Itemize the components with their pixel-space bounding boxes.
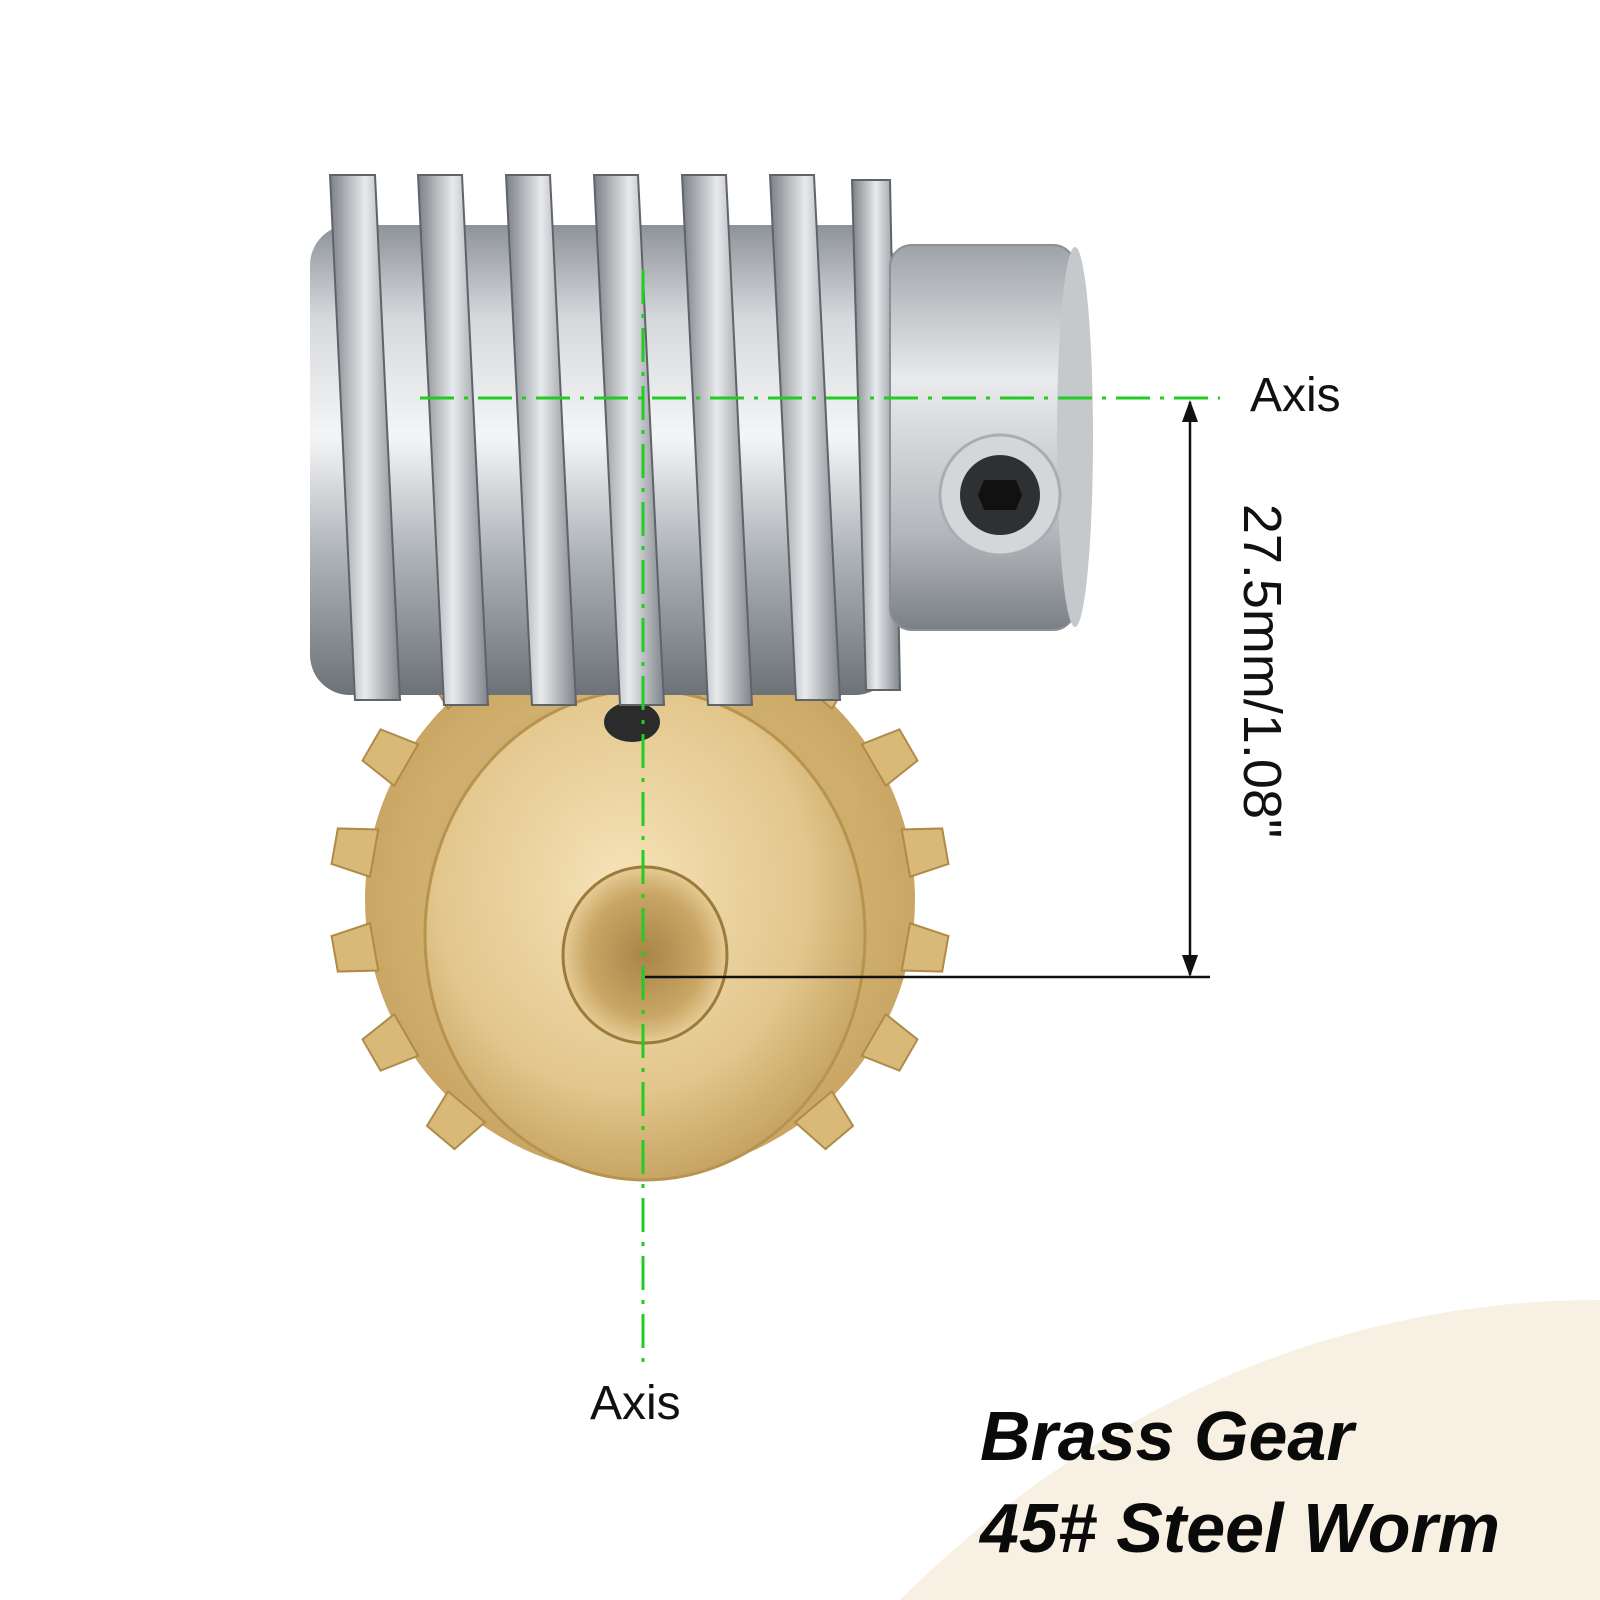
caption-line-2: 45# Steel Worm [980, 1489, 1501, 1567]
corner-accent-shape [900, 1300, 1600, 1600]
dimension-line [645, 400, 1210, 979]
caption-line-1: Brass Gear [980, 1397, 1354, 1475]
steel-worm [310, 174, 1093, 706]
worm-axis-label: Axis [1250, 369, 1341, 422]
brass-gear-hub [423, 688, 867, 1182]
gear-axis-label: Axis [590, 1377, 681, 1430]
product-caption: Brass Gear 45# Steel Worm [980, 1390, 1500, 1574]
axis-lines [420, 270, 1220, 1365]
center-distance-label: 27.5mm/1.08" [1232, 503, 1292, 839]
